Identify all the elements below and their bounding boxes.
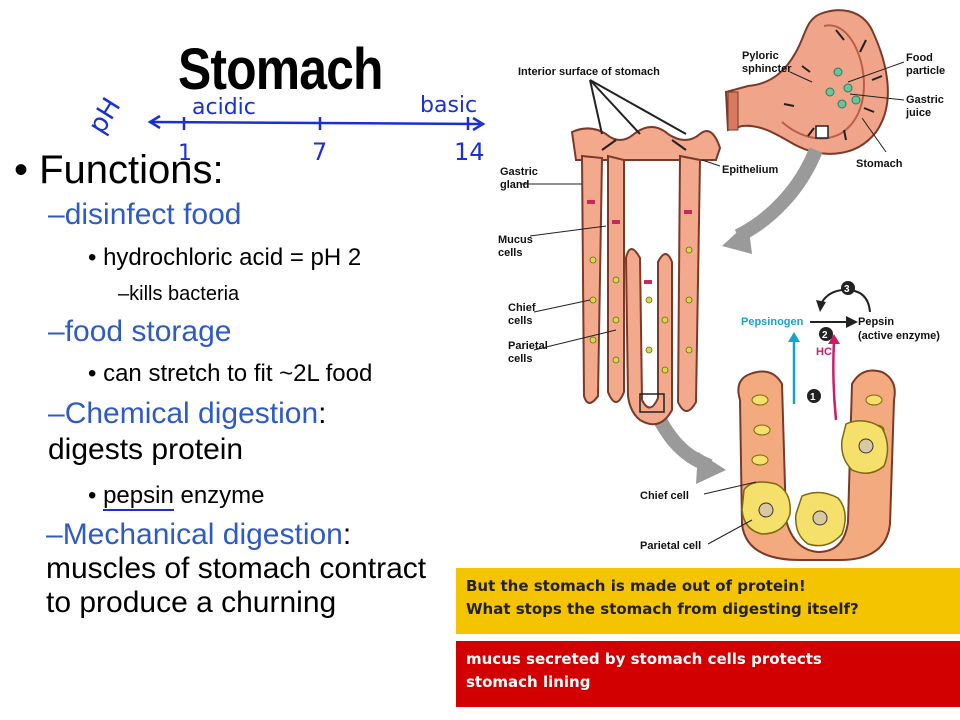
label-parietal-cells: Parietal cells bbox=[508, 340, 548, 365]
label-parietal-cell: Parietal cell bbox=[640, 540, 702, 552]
ph-acidic-label: acidic bbox=[192, 95, 256, 120]
question-callout: But the stomach is made out of protein! … bbox=[456, 568, 960, 634]
label-chief-cell: Chief cell bbox=[640, 490, 689, 502]
item-chemical-rest: : digests protein bbox=[48, 397, 327, 466]
functions-bullet: • Functions: bbox=[14, 148, 224, 192]
pepsin-text: pepsin bbox=[103, 482, 174, 511]
ph-tick-7: 7 bbox=[312, 138, 327, 166]
item-storage-heading: food storage bbox=[64, 315, 232, 348]
item-disinfect-subsub: –kills bacteria bbox=[118, 283, 240, 305]
item-chemical: –Chemical digestion: digests protein bbox=[48, 397, 327, 466]
label-gastric-juice: Gastric juice bbox=[906, 94, 944, 119]
item-mechanical: –Mechanical digestion: muscles of stomac… bbox=[46, 518, 427, 619]
item-disinfect-sub: • hydrochloric acid = pH 2 bbox=[88, 244, 362, 271]
slide-title: Stomach bbox=[178, 37, 383, 102]
label-interior-surface: Interior surface of stomach bbox=[518, 66, 660, 78]
label-gastric-gland: Gastric gland bbox=[500, 166, 538, 191]
question-line-1: But the stomach is made out of protein! bbox=[466, 577, 806, 595]
stretch-text: can stretch to fit ~2L food bbox=[103, 360, 373, 387]
item-disinfect-heading: disinfect food bbox=[64, 198, 242, 231]
answer-line-2: stomach lining bbox=[466, 673, 591, 691]
question-line-2: What stops the stomach from digesting it… bbox=[466, 600, 859, 618]
item-mechanical-rest: : muscles of stomach contract to produce… bbox=[46, 518, 427, 619]
functions-heading: Functions: bbox=[39, 148, 224, 192]
answer-callout: mucus secreted by stomach cells protects… bbox=[456, 641, 960, 707]
item-mechanical-heading: Mechanical digestion bbox=[62, 518, 343, 551]
epithelium-layer bbox=[570, 126, 722, 161]
label-food-particle: Food particle bbox=[906, 52, 946, 77]
answer-line-1: mucus secreted by stomach cells protects bbox=[466, 650, 822, 668]
label-pepsin: Pepsin bbox=[858, 316, 895, 328]
item-disinfect: –disinfect food bbox=[48, 198, 242, 231]
enzyme-text: enzyme bbox=[173, 482, 265, 509]
stomach-diagram: 3 2 1 bbox=[520, 9, 905, 561]
ph-label: pH bbox=[83, 93, 128, 139]
item-storage-sub: • can stretch to fit ~2L food bbox=[88, 360, 373, 387]
ph-basic-label: basic bbox=[420, 93, 477, 118]
label-pyloric-sphincter: Pyloric sphincter bbox=[742, 50, 792, 75]
step-2-badge: 2 bbox=[822, 330, 828, 341]
ph-scale-annotation: pH acidic basic 1 7 14 bbox=[83, 93, 486, 166]
ph-tick-14: 14 bbox=[454, 138, 485, 166]
stomach-organ bbox=[724, 9, 889, 155]
label-mucus-cells: Mucus cells bbox=[498, 234, 533, 259]
label-active-enzyme: (active enzyme) bbox=[858, 330, 940, 342]
hcl-text: hydrochloric acid = pH 2 bbox=[103, 244, 362, 271]
label-stomach: Stomach bbox=[856, 158, 903, 170]
step-1-badge: 1 bbox=[810, 392, 816, 403]
step-3-badge: 3 bbox=[844, 284, 850, 295]
label-hcl: HCl bbox=[816, 346, 835, 358]
item-chemical-sub: • pepsin enzyme bbox=[88, 482, 265, 511]
label-chief-cells: Chief cells bbox=[508, 302, 536, 327]
kills-bacteria-text: kills bacteria bbox=[129, 283, 240, 305]
item-storage: –food storage bbox=[48, 315, 232, 348]
ph-tick-1: 1 bbox=[178, 141, 192, 166]
label-pepsinogen: Pepsinogen bbox=[741, 316, 804, 328]
label-epithelium: Epithelium bbox=[722, 164, 779, 176]
item-chemical-heading: Chemical digestion bbox=[64, 397, 319, 430]
